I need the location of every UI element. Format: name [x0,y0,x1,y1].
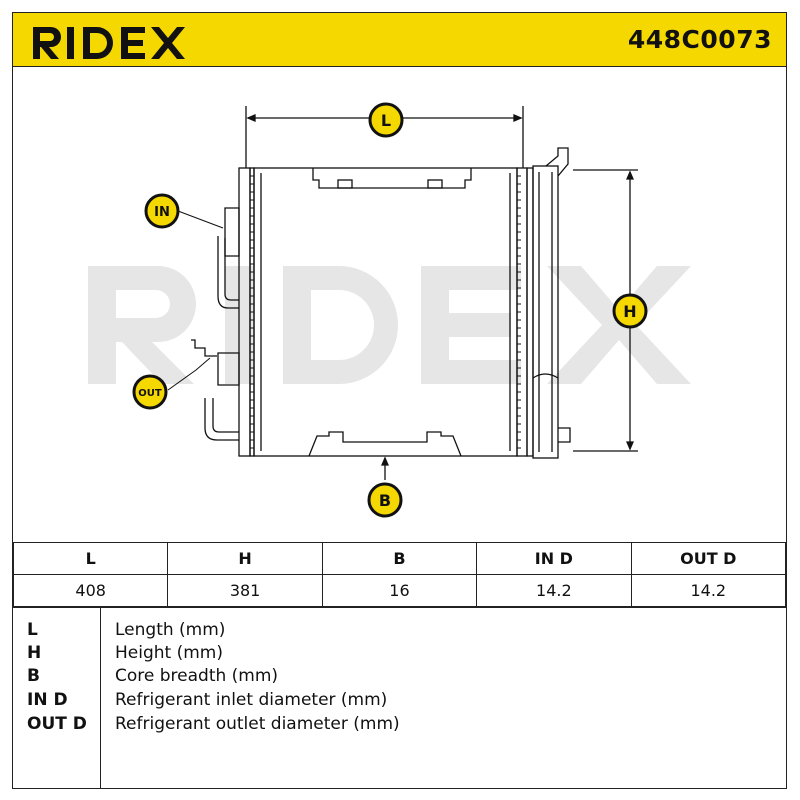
ridex-watermark [88,266,691,384]
legend-row: H Height (mm) [13,643,786,666]
label-IN: IN [154,205,170,220]
legend-row: OUT D Refrigerant outlet diameter (mm) [13,714,786,737]
spec-value-L: 408 [12,574,169,607]
dimension-label-OUT: OUT [132,374,168,410]
dimension-label-IN: IN [144,193,180,229]
legend-row: L Length (mm) [13,620,786,643]
header-bar: 448C0073 [12,12,787,67]
spec-value-in-d: 14.2 [476,574,632,607]
legend-desc: Refrigerant inlet diameter (mm) [115,690,388,710]
label-OUT: OUT [138,388,162,399]
label-B: B [379,491,391,510]
legend-key: IN D [27,690,68,710]
legend-desc: Core breadth (mm) [115,666,279,686]
spec-value-out-d: 14.2 [630,574,787,607]
ridex-logo [33,27,185,59]
legend-divider [100,608,101,789]
spec-value-B: 16 [321,574,478,607]
legend-key: B [27,666,40,686]
legend: L Length (mm) H Height (mm) B Core bread… [13,607,786,789]
legend-desc: Height (mm) [115,643,223,663]
part-number: 448C0073 [627,25,772,54]
dimension-label-B: B [367,482,403,518]
spec-header-H: H [167,542,323,575]
condenser-drawing: L H B IN OUT [88,102,691,518]
spec-header-row: L H B IN D OUT D [12,542,787,575]
dimension-label-L: L [368,102,404,138]
label-H: H [623,302,636,321]
spec-header-out-d: OUT D [630,542,787,575]
spec-header-L: L [12,542,169,575]
spec-value-row: 408 381 16 14.2 14.2 [12,574,787,607]
legend-key: L [27,620,38,640]
spec-value-H: 381 [167,574,323,607]
label-L: L [381,111,391,130]
spec-header-in-d: IN D [476,542,632,575]
legend-row: B Core breadth (mm) [13,666,786,689]
legend-key: H [27,643,42,663]
spec-header-B: B [321,542,478,575]
spec-table: L H B IN D OUT D 408 381 16 14.2 14.2 [12,542,787,607]
legend-row: IN D Refrigerant inlet diameter (mm) [13,690,786,713]
legend-desc: Refrigerant outlet diameter (mm) [115,714,400,734]
legend-key: OUT D [27,714,87,734]
legend-desc: Length (mm) [115,620,226,640]
dimension-label-H: H [612,293,648,329]
